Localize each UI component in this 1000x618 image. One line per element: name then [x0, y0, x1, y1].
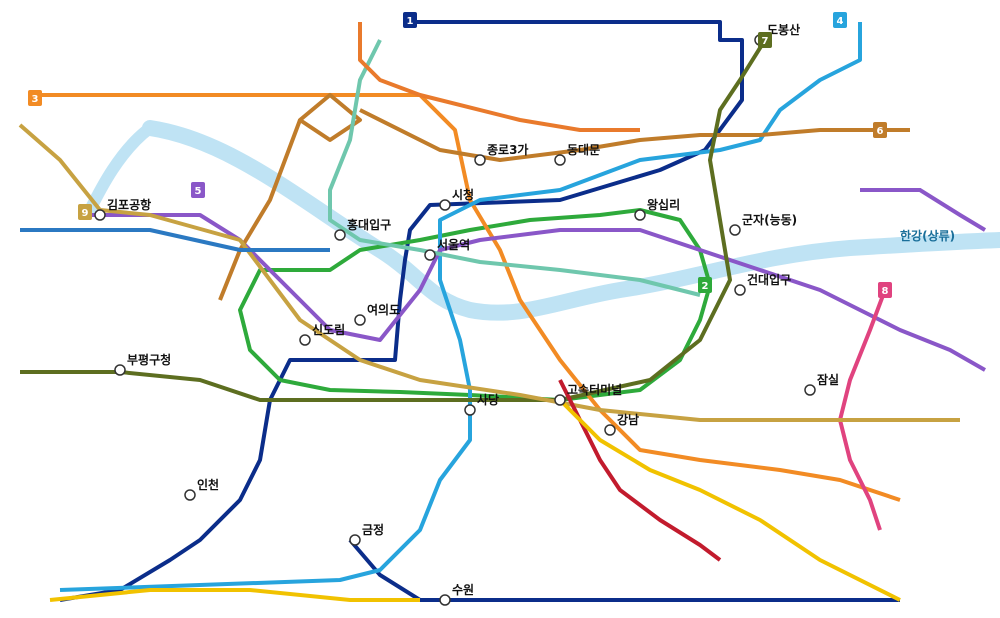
hub-marker-yeouido	[354, 314, 366, 326]
line-1-south	[348, 538, 900, 602]
hub-label-gimpo: 김포공항	[107, 197, 151, 212]
hub-label-jongno3: 종로3가	[487, 142, 528, 157]
hub-label-suwon: 수원	[452, 583, 474, 597]
line-badge-3	[28, 90, 42, 106]
line-7	[20, 38, 767, 402]
hub-marker-suwon	[439, 594, 451, 606]
line-badge-text-5: 5	[195, 186, 202, 197]
hub-label-city-hall: 시청	[452, 187, 474, 202]
line-3	[35, 93, 901, 502]
line-4	[59, 22, 862, 592]
line-badge-text-3: 3	[32, 94, 39, 105]
line-1	[59, 20, 744, 602]
hub-label-wangsimni: 왕십리	[647, 197, 680, 212]
hub-marker-city-hall	[439, 199, 451, 211]
line-badge-text-4: 4	[837, 16, 844, 27]
line-badge-text-7: 7	[762, 36, 769, 47]
hub-label-jamsil: 잠실	[817, 372, 839, 387]
hub-label-konkuk: 건대입구	[747, 272, 791, 287]
line-badge-1	[403, 12, 417, 28]
line-badge-9	[78, 204, 92, 220]
hub-marker-hongdae	[334, 229, 346, 241]
hub-label-yeouido: 여의도	[367, 302, 400, 317]
hub-marker-konkuk	[734, 284, 746, 296]
hub-marker-jamsil	[804, 384, 816, 396]
han-river	[142, 120, 1000, 321]
hub-label-incheon: 인천	[197, 477, 219, 492]
line-ujeon	[358, 22, 640, 132]
line-badge-text-2: 2	[702, 281, 709, 292]
hub-label-seoul: 서울역	[437, 237, 470, 252]
line-5	[90, 213, 986, 372]
hub-label-dobongsan: 도봉산	[767, 22, 800, 37]
hub-marker-sindorim	[299, 334, 311, 346]
hub-label-sindorim: 신도림	[312, 322, 345, 337]
line-badges: 1 2 3 4 5 6 7 8 9	[28, 12, 892, 298]
hub-label-express-bus: 고속터미널	[567, 382, 622, 397]
hub-marker-seoul	[424, 249, 436, 261]
hub-label-dongdaemun: 동대문	[567, 143, 600, 157]
hub-label-sadang: 사당	[477, 392, 499, 407]
hub-label-geumjeong: 금정	[362, 522, 384, 537]
line-6	[298, 93, 362, 142]
line-badge-text-8: 8	[882, 286, 889, 297]
hub-marker-jongno3	[474, 154, 486, 166]
hub-label-gangnam: 강남	[617, 412, 639, 427]
line-badge-6	[873, 122, 887, 138]
line-gyeongui	[328, 39, 701, 297]
line-badge-text-1: 1	[407, 16, 414, 27]
hub-marker-gangnam	[604, 424, 616, 436]
line-badge-7	[758, 32, 772, 48]
hub-marker-bupyeong	[114, 364, 126, 376]
line-6-main	[359, 108, 910, 162]
line-badge-4	[833, 12, 847, 28]
line-badge-text-9: 9	[82, 208, 89, 219]
line-suin-west	[49, 588, 420, 602]
hub-marker-dongdaemun	[554, 154, 566, 166]
hub-marker-incheon	[184, 489, 196, 501]
line-badge-2	[698, 277, 712, 293]
line-airport	[20, 228, 330, 252]
hub-label-hongdae: 홍대입구	[347, 217, 391, 232]
hub-marker-gunja	[729, 224, 741, 236]
line-5-branch	[860, 188, 987, 232]
hub-marker-express-bus	[554, 394, 566, 406]
line-suin-bundang	[558, 398, 901, 602]
hub-label-gunja: 군자(능동)	[742, 212, 797, 227]
hub-label-bupyeong: 부평구청	[127, 352, 171, 367]
hub-marker-gimpo	[94, 209, 106, 221]
hub-marker-wangsimni	[634, 209, 646, 221]
line-6-west	[218, 119, 302, 301]
line-badge-8	[878, 282, 892, 298]
line-9	[18, 123, 960, 422]
hub-marker-geumjeong	[349, 534, 361, 546]
hub-marker-sadang	[464, 404, 476, 416]
river-label: 한강(상류)	[900, 228, 955, 243]
line-badge-5	[191, 182, 205, 198]
line-badge-text-6: 6	[877, 126, 884, 137]
